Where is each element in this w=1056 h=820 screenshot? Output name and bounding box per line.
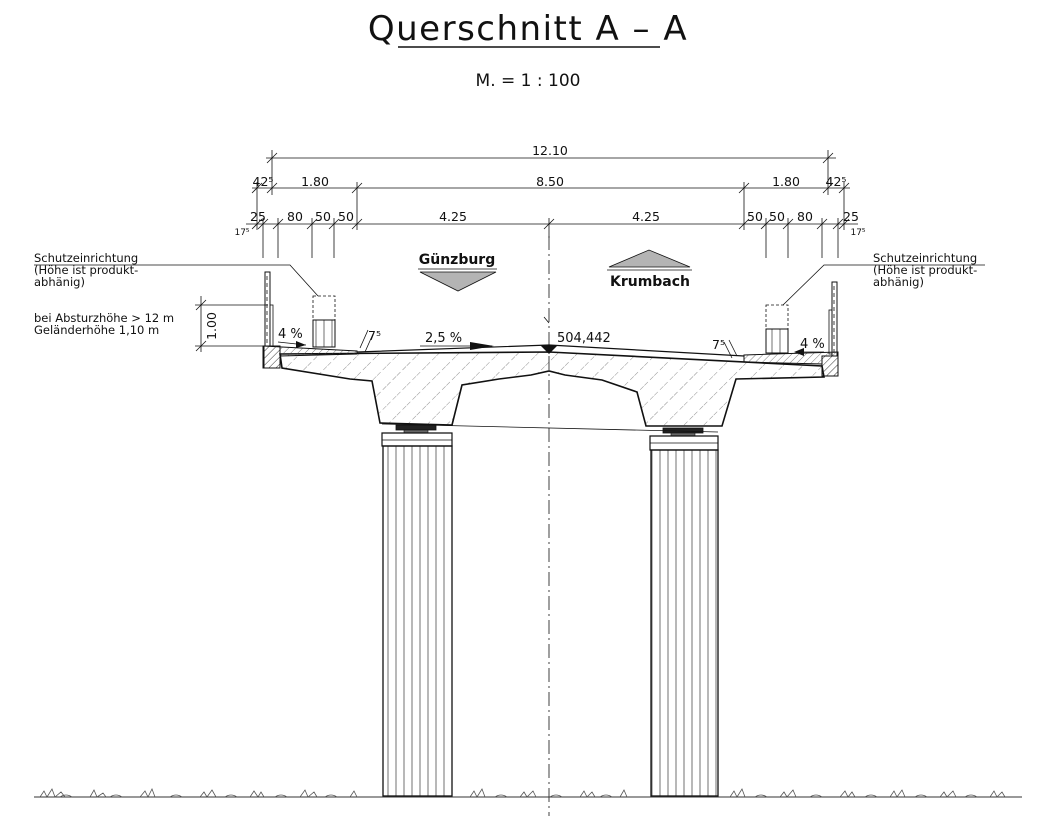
right-annotations: Schutzeinrichtung (Höhe ist produkt- abh… <box>782 251 985 306</box>
slope-annotations: 4 % 4 % 2,5 % 7⁵ 7⁵ 504,442 <box>277 316 825 359</box>
direction-indicators: Günzburg Krumbach <box>418 249 692 292</box>
pier-right <box>650 449 719 797</box>
cap-thk-left: 7⁵ <box>368 328 381 343</box>
dim-r3-r0: 4.25 <box>632 209 660 224</box>
scale-label: M. = 1 : 100 <box>476 71 581 91</box>
dim-r3-l3: 50 <box>338 209 354 224</box>
dim-r2-4: 42⁵ <box>826 174 847 189</box>
railing-height-dim: 1.00 <box>204 312 219 340</box>
barrier-note-right-3: abhänig) <box>873 275 924 289</box>
dim-r2-2: 8.50 <box>536 174 564 189</box>
railing-note-2: Geländerhöhe 1,10 m <box>34 323 159 337</box>
barrier-note-left-3: abhänig) <box>34 275 85 289</box>
barrier-left <box>312 319 336 348</box>
bridge-superstructure <box>262 271 839 451</box>
cap-thk-right: 7⁵ <box>712 337 725 352</box>
dim-r3-r3: 80 <box>797 209 813 224</box>
dim-r3-l2: 50 <box>315 209 331 224</box>
pier-left <box>382 445 453 797</box>
slope-deck: 2,5 % <box>425 331 462 346</box>
dim-r2-0: 42⁵ <box>253 174 274 189</box>
barrier-note-left-1: Schutzeinrichtung <box>34 251 138 265</box>
dim-r2-1: 1.80 <box>301 174 329 189</box>
dim-r3-r4: 25 <box>843 209 859 224</box>
dim-r3-r2: 50 <box>769 209 785 224</box>
barrier-note-left-2: (Höhe ist produkt- <box>34 263 138 277</box>
piers <box>382 445 719 797</box>
dimension-chains: 12.10 42⁵ 1.80 8.50 1.80 42⁵ <box>234 143 866 258</box>
dim-r3-l1: 80 <box>287 209 303 224</box>
dim-r2-3: 1.80 <box>772 174 800 189</box>
barrier-note-right-2: (Höhe ist produkt- <box>873 263 977 277</box>
ground-line <box>34 788 1022 798</box>
dim-small-left: 17⁵ <box>234 228 249 238</box>
bearing-left <box>395 424 437 431</box>
barrier-note-right-1: Schutzeinrichtung <box>873 251 977 265</box>
barrier-left-outline <box>312 295 336 321</box>
railing-left <box>264 271 271 347</box>
direction-right-label: Krumbach <box>610 274 690 290</box>
right-edge-beam <box>821 355 839 377</box>
slope-cap-right: 4 % <box>800 337 825 352</box>
dim-r3-r1: 50 <box>747 209 763 224</box>
deck-section <box>279 351 825 427</box>
slope-cap-left: 4 % <box>278 327 303 342</box>
left-annotations: Schutzeinrichtung (Höhe ist produkt- abh… <box>34 251 319 352</box>
dim-small-right: 17⁵ <box>850 228 865 238</box>
direction-down-arrow-icon <box>419 271 497 292</box>
barrier-right <box>765 328 789 354</box>
dim-r3-l4: 4.25 <box>439 209 467 224</box>
barrier-right-outline <box>765 304 789 330</box>
railing-note-1: bei Absturzhöhe > 12 m <box>34 311 174 325</box>
drawing-title: Querschnitt A – A <box>368 9 688 49</box>
direction-left-label: Günzburg <box>419 252 496 268</box>
left-edge-beam <box>263 345 281 369</box>
dim-overall: 12.10 <box>532 143 568 158</box>
elevation-marker-icon <box>540 345 558 354</box>
dim-r3-l0: 25 <box>250 209 266 224</box>
railing-right <box>831 281 838 357</box>
elevation-label: 504,442 <box>557 331 611 346</box>
direction-up-arrow-icon <box>608 249 691 268</box>
